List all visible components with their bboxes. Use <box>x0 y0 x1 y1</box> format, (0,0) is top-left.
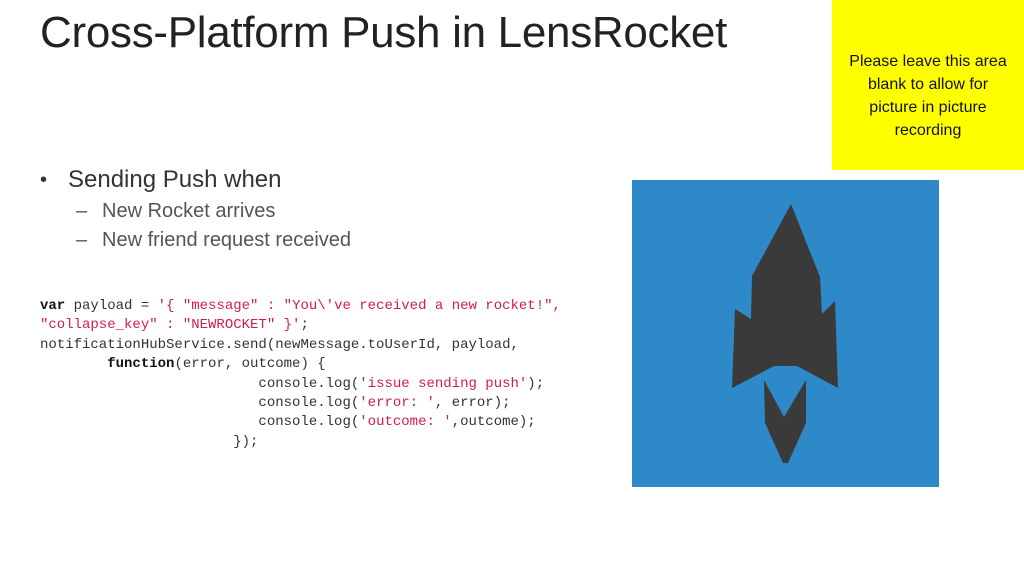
code-keyword: var <box>40 298 66 314</box>
pip-placeholder: Please leave this area blank to allow fo… <box>832 0 1024 170</box>
code-string: '{ "message" : "You\'ve received a new r… <box>157 298 561 314</box>
code-text: (error, outcome) { <box>174 356 326 373</box>
code-text: console.log( <box>40 375 360 392</box>
sub-bullet-item: – New friend request received <box>76 229 351 252</box>
code-text: console.log( <box>40 414 360 431</box>
code-string: 'outcome: ' <box>359 414 452 431</box>
code-text: notificationHubService.send(newMessage.t… <box>40 336 519 353</box>
slide-title: Cross-Platform Push in LensRocket <box>40 8 728 57</box>
sub-bullet-item: – New Rocket arrives <box>76 200 351 223</box>
bullet-list: • Sending Push when – New Rocket arrives… <box>40 166 351 252</box>
code-text: ,outcome); <box>451 414 536 431</box>
code-text: ); <box>527 375 545 392</box>
code-text: ; <box>300 317 309 334</box>
rocket-icon <box>732 204 838 463</box>
bullet-item: • Sending Push when <box>40 166 351 194</box>
code-text: }); <box>40 433 259 450</box>
code-text: console.log( <box>40 395 360 412</box>
pip-note: Please leave this area blank to allow fo… <box>849 53 1007 139</box>
lensrocket-logo <box>632 180 939 487</box>
sub-bullet-text: New Rocket arrives <box>102 200 276 222</box>
dash-icon: – <box>76 200 88 222</box>
bullet-dot-icon: • <box>40 168 48 191</box>
dash-icon: – <box>76 229 88 251</box>
code-string: 'error: ' <box>359 395 435 412</box>
code-string: 'issue sending push' <box>359 375 528 392</box>
code-keyword: function <box>107 356 175 373</box>
sub-bullet-text: New friend request received <box>102 229 352 251</box>
code-block: var payload = '{ "message" : "You\'ve re… <box>40 297 561 452</box>
code-text: , error); <box>434 395 511 412</box>
code-text: payload = <box>65 298 158 314</box>
code-text <box>40 356 107 372</box>
bullet-text: Sending Push when <box>68 166 282 193</box>
code-string: "collapse_key" : "NEWROCKET" }' <box>40 317 301 334</box>
